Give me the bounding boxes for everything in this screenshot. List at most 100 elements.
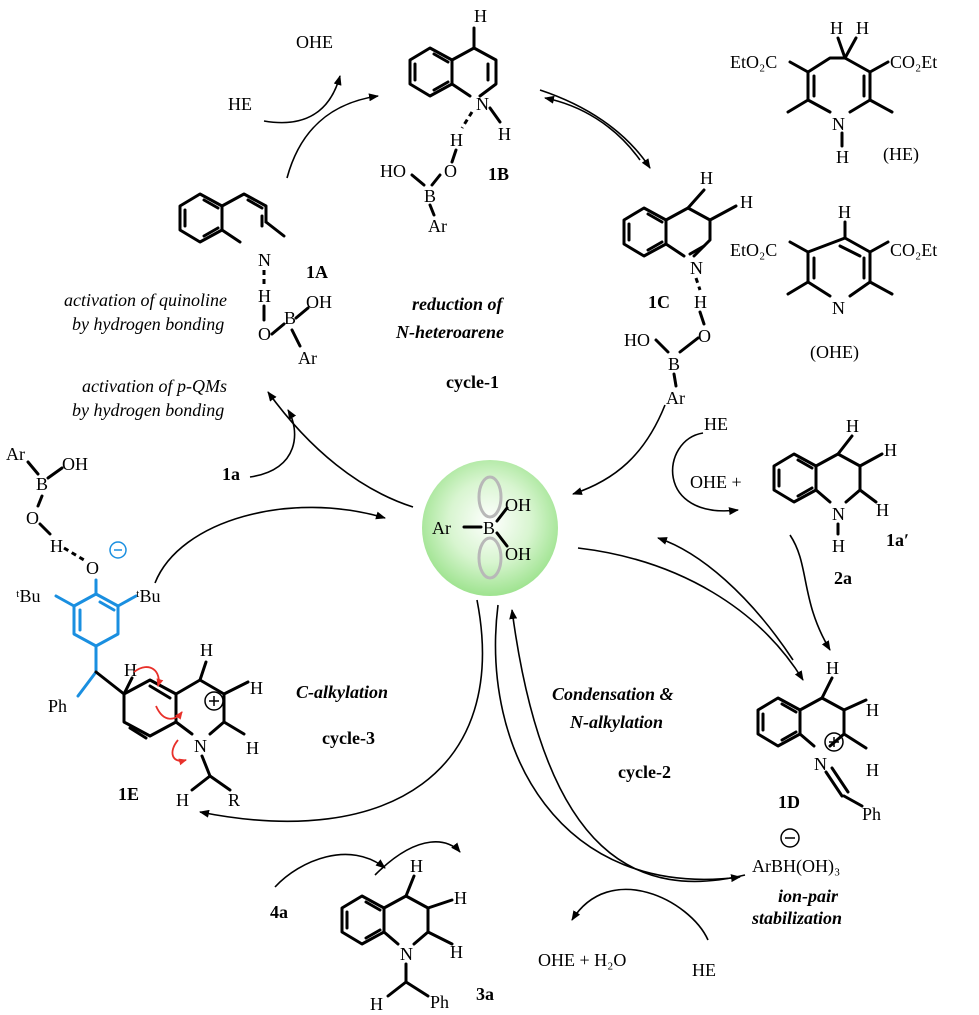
o-1e: O [26,508,39,528]
ohe-n: N [832,298,845,318]
h-1e-c: H [246,738,259,758]
arbh-1d: ArBH(OH)₃ [752,856,840,877]
cycle3-name: cycle-3 [322,728,375,748]
note-act-pqm-2: by hydrogen bonding [72,400,224,420]
cycle3-title: C-alkylation [296,682,388,702]
note-ion-pair-1: ion-pair [778,886,839,906]
h-1e-d: H [176,790,189,810]
he-right: HE [704,414,728,434]
ph-1e: Ph [48,696,67,716]
label-1e: 1E [118,784,139,804]
r-1e: R [228,790,240,810]
label-1d: 1D [778,792,800,812]
label-1a-prime: 1aʹ [886,530,909,550]
p-orbital-bottom [477,536,503,580]
cat-oh1: OH [505,495,531,515]
cycle2-name: cycle-2 [618,762,671,782]
n-1b: N [476,94,489,114]
ohe-top: OHE [296,32,333,52]
cycle1-name: cycle-1 [446,372,499,392]
he-eto2c: EtO₂C [730,52,777,72]
h-1e-b2: H [250,678,263,698]
h-1c-b: H [740,192,753,212]
catalyst-sphere [422,460,558,596]
he-n: N [832,114,845,134]
h-1c-a: H [700,168,713,188]
h-1ap-n: H [832,536,845,556]
n-1c: N [690,258,703,278]
ar-1c: Ar [666,388,685,408]
h-ohe: H [838,202,851,222]
compound-1d: H H H N Ph 1D ArBH(OH)₃ ion-pair stabili… [751,658,881,928]
compound-1b: H N H H O HO B Ar 1B [380,6,511,236]
note-act-quin-1: activation of quinoline [64,290,227,310]
cycle2-title-2: N-alkylation [569,712,663,732]
compound-1e: Ar B OH O H O ᵗBu ᵗBu Ph H H H H [6,444,263,810]
cat-b: B [483,518,495,538]
compound-1a: N H O B OH Ar 1A [178,192,332,368]
he-nh: H [836,147,849,167]
h-1ap-c: H [876,500,889,520]
he-label: (HE) [883,144,919,165]
ohe-h2o: OHE + H₂O [538,950,626,970]
cycle1-title-2: N-heteroarene [395,322,504,342]
b-1a: B [284,308,296,328]
compound-he: H H EtO₂C CO₂Et N H (HE) [730,18,937,167]
n-1ap: N [832,504,845,524]
n-3a: N [400,944,413,964]
h-3a-d: H [370,994,383,1014]
note-ion-pair-2: stabilization [751,908,842,928]
n-1a: N [258,250,271,270]
p-orbital-top [477,475,503,519]
compound-1c: H H N H O HO B Ar 1C [622,168,753,408]
catalyst: Ar B OH OH [422,460,558,596]
oh-1a: OH [306,292,332,312]
h-1b-n: H [498,124,511,144]
h-1b-top: H [474,6,487,26]
h-he-a: H [830,18,843,38]
ohe-co2et: CO₂Et [890,240,937,260]
b-1c: B [668,354,680,374]
ph-1d: Ph [862,804,881,824]
b-1b: B [424,186,436,206]
he-bottom: HE [692,960,716,980]
h-1ap-b: H [884,440,897,460]
ar-1a: Ar [298,348,317,368]
ar-1e: Ar [6,444,25,464]
h-1a: H [258,286,271,306]
compound-ohe: H EtO₂C CO₂Et N (OHE) [730,202,937,363]
tbu-right: ᵗBu [136,586,160,606]
ohe-plus: OHE + [690,472,742,492]
note-act-quin-2: by hydrogen bonding [72,314,224,334]
cat-oh2: OH [505,544,531,564]
n-1d: N [814,754,827,774]
label-1c: 1C [648,292,670,312]
tbu-left: ᵗBu [16,586,40,606]
label-1a-small: 1a [222,464,240,484]
cycle-arrows [154,75,831,941]
note-act-pqm-1: activation of p-QMs [82,376,227,396]
cycle1-title-1: reduction of [412,294,505,314]
ph-3a: Ph [430,992,449,1012]
label-1b: 1B [488,164,509,184]
label-1a: 1A [306,262,328,282]
h-1e-a: H [200,640,213,660]
h-3a-a: H [410,856,423,876]
h-1ap-a: H [846,416,859,436]
o-minus-1e: O [86,558,99,578]
cat-ar: Ar [432,518,451,538]
h-1e-ring: H [124,660,137,680]
h-1d-c: H [866,760,879,780]
h-he-b: H [856,18,869,38]
ho-1c: HO [624,330,650,350]
h-3a-b: H [454,888,467,908]
h-1b-hb: H [450,130,463,150]
oh-1e: OH [62,454,88,474]
ohe-label: (OHE) [810,342,859,363]
he-top: HE [228,94,252,114]
o-1a: O [258,324,271,344]
label-4a: 4a [270,902,288,922]
b-1e: B [36,474,48,494]
h-1d-b: H [866,700,879,720]
